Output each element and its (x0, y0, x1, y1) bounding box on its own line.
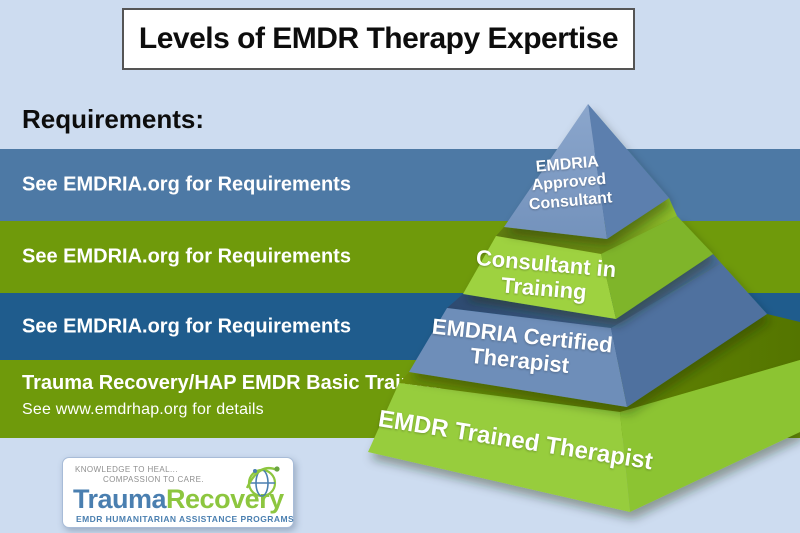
requirements-heading: Requirements: (22, 104, 205, 134)
pyramid-level-3-side-face (611, 263, 767, 407)
pyramid-level-3-top-face (447, 254, 721, 328)
logo-name-recovery: Recovery (166, 484, 284, 514)
pyramid-level-2-shape (463, 198, 713, 319)
logo-name-trauma: Trauma (73, 484, 167, 514)
pyramid-level-1-shape (504, 104, 669, 239)
pyramid-level-2-side-face (601, 216, 713, 319)
requirement-bar-2-text: See EMDRIA.org for Requirements (22, 245, 351, 268)
pyramid-level-4-front-face (368, 383, 630, 512)
requirement-bar-1: See EMDRIA.org for Requirements (0, 149, 800, 221)
pyramid-level-1-label: EMDRIA Approved Consultant (503, 151, 635, 217)
globe-icon (245, 466, 280, 498)
pyramid-level-4-side-face (620, 360, 800, 512)
requirement-bar-1-text: See EMDRIA.org for Requirements (22, 173, 351, 196)
pyramid-level-3-front-face (409, 308, 627, 407)
pyramid-level-3-shape (409, 254, 767, 407)
logo-subtitle: EMDR HUMANITARIAN ASSISTANCE PROGRAMS (76, 514, 295, 524)
pyramid-level-1-side-face (588, 104, 669, 239)
trauma-recovery-logo: KNOWLEDGE TO HEAL... COMPASSION TO CARE.… (62, 457, 294, 528)
title-box: Levels of EMDR Therapy Expertise (122, 8, 635, 70)
pyramid-level-2-top-face (496, 198, 677, 254)
requirement-bar-4-text: Trauma Recovery/HAP EMDR Basic Training (22, 372, 443, 394)
logo-name: TraumaRecovery (73, 484, 284, 515)
requirement-bar-4-subtext: See www.emdrhap.org for details (22, 401, 264, 418)
pyramid-level-2-front-face (463, 236, 616, 319)
pyramid-level-1-front-face (504, 104, 607, 239)
pyramid-level-4-shape (368, 314, 800, 512)
logo-tagline-line1: KNOWLEDGE TO HEAL... (75, 465, 178, 474)
pyramid-level-4-top-face (399, 314, 800, 412)
logo-tagline-line2: COMPASSION TO CARE. (103, 475, 204, 484)
requirement-bar-3-text: See EMDRIA.org for Requirements (22, 315, 351, 337)
page-title: Levels of EMDR Therapy Expertise (138, 22, 619, 55)
